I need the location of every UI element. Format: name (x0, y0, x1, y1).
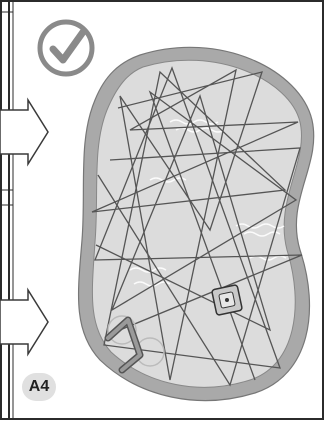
pool-robot-icon (212, 285, 243, 316)
pool-shape (79, 47, 314, 400)
step-label-badge: A4 (22, 373, 56, 401)
